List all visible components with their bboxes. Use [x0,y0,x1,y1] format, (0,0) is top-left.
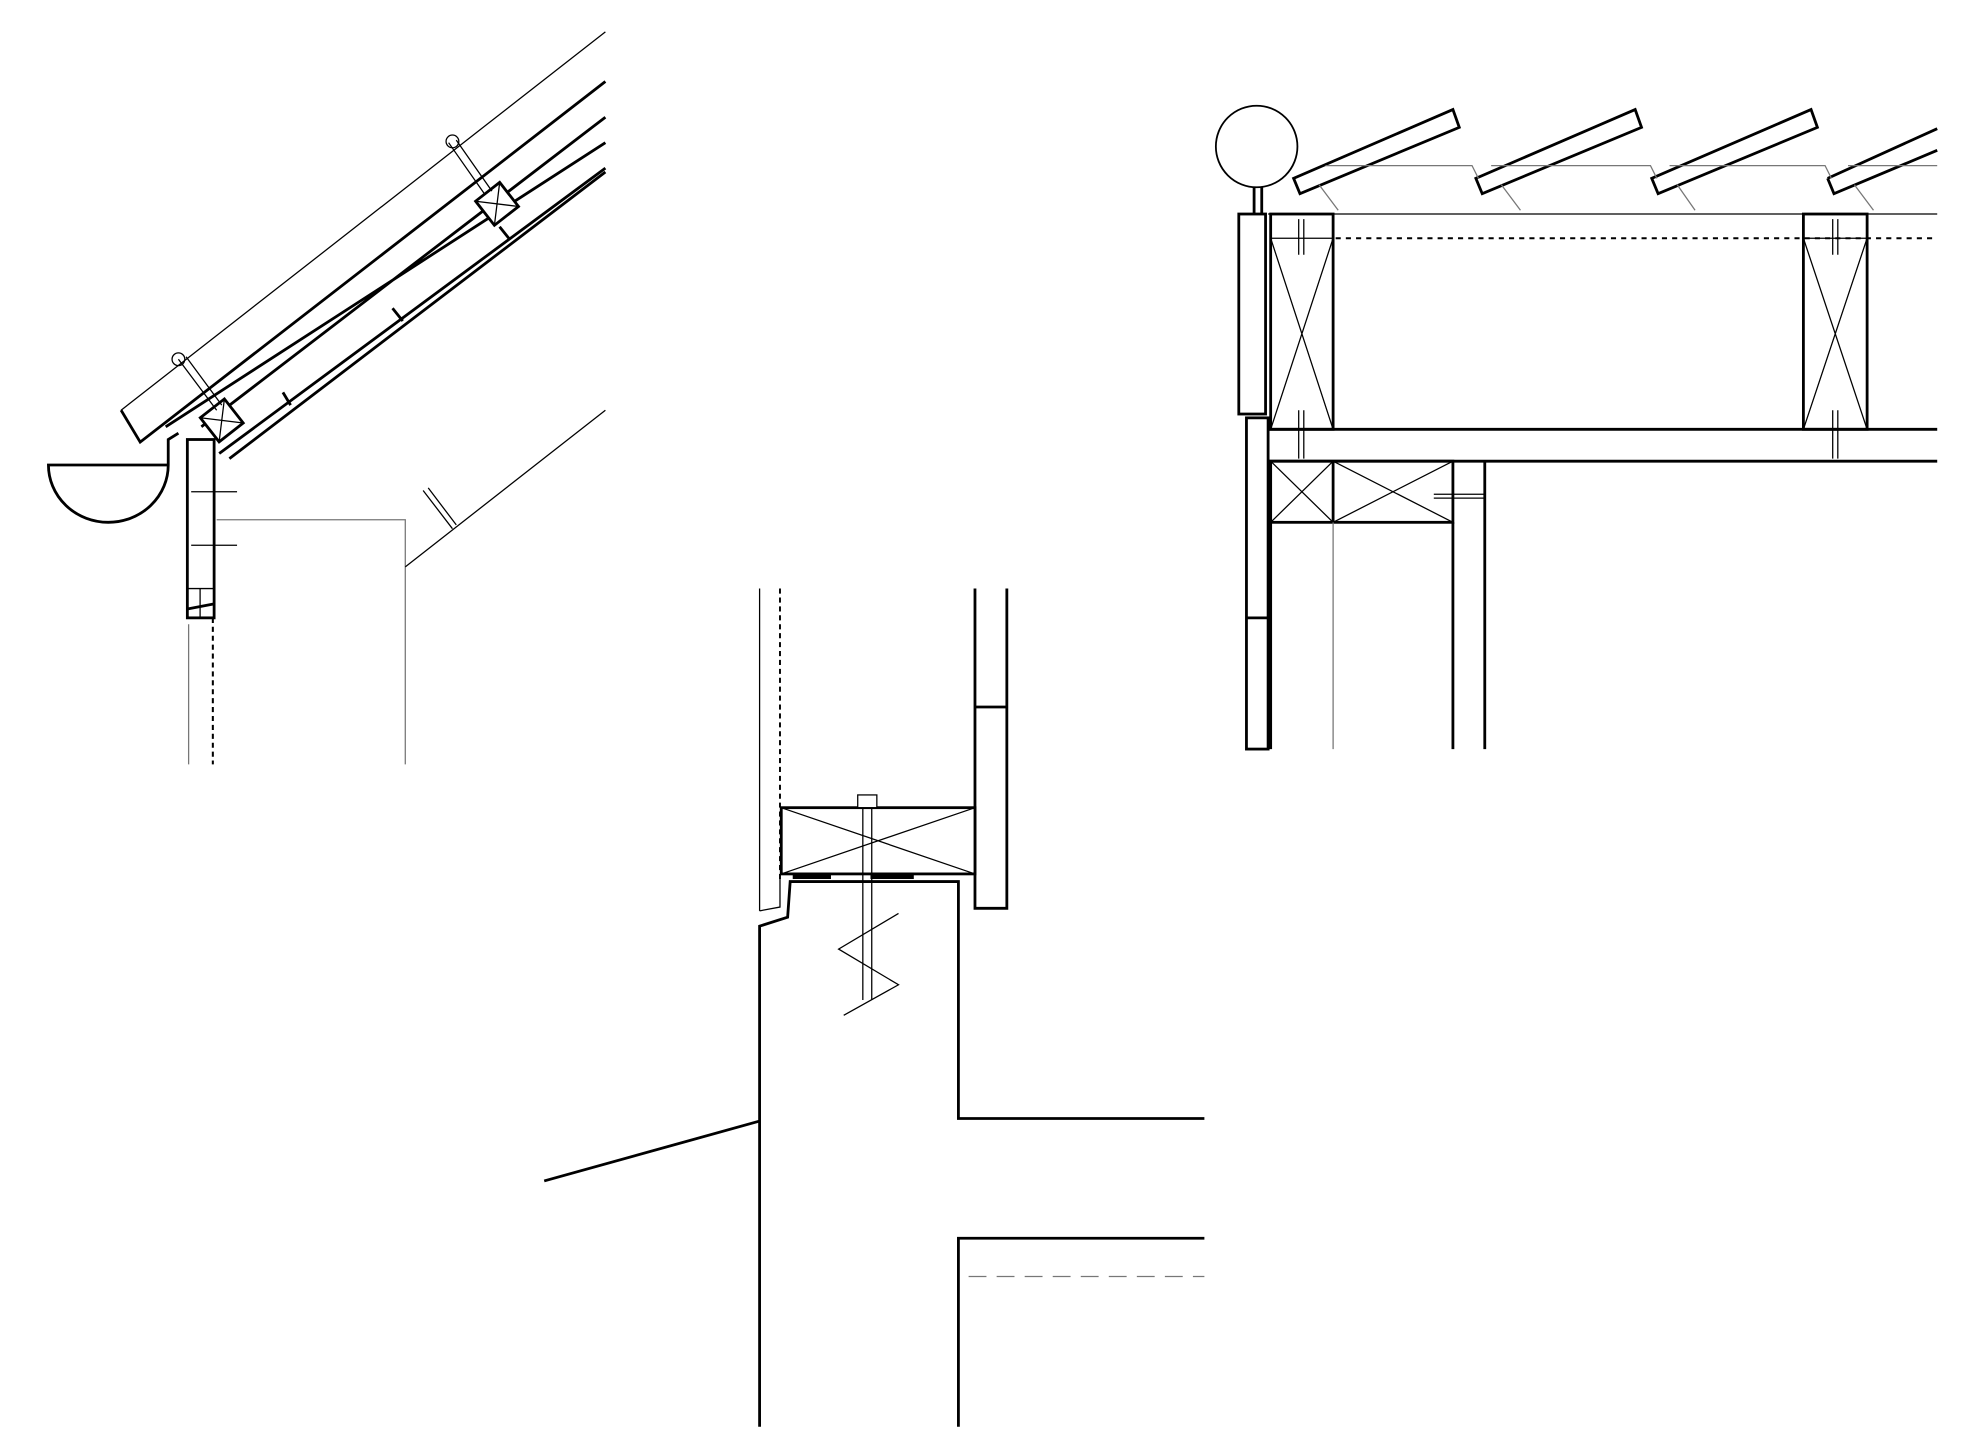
roof-panel-detail [1214,104,1938,751]
black-pad [870,872,914,880]
nail [1298,219,1839,459]
gutter [47,431,180,524]
cladding-board [973,588,1009,910]
ground-slope [543,1119,760,1183]
anchor-bolt [862,802,873,1001]
tile-nail [177,139,493,411]
solar-panels [1291,107,1938,196]
fascia-board [1237,212,1267,416]
lower-board [1245,416,1270,751]
concrete-wall [758,880,1205,1427]
counter-batten-2 [473,180,521,228]
counter-batten-1 [198,396,246,444]
black-pad [792,872,831,880]
nail [191,491,238,546]
wall-outline [216,519,406,765]
header-beam [1269,459,1455,524]
stud-left [1269,212,1335,431]
wall-plate-detail [543,588,1205,1427]
batten-layer [164,116,607,428]
rafter-line [404,409,606,568]
eave-detail [47,31,607,765]
floor-joist [1268,427,1938,463]
ridge-ball [1214,104,1299,189]
roof-tile-layer [120,31,606,411]
stud-right [1801,212,1869,431]
mounting-rail [1325,164,1938,179]
